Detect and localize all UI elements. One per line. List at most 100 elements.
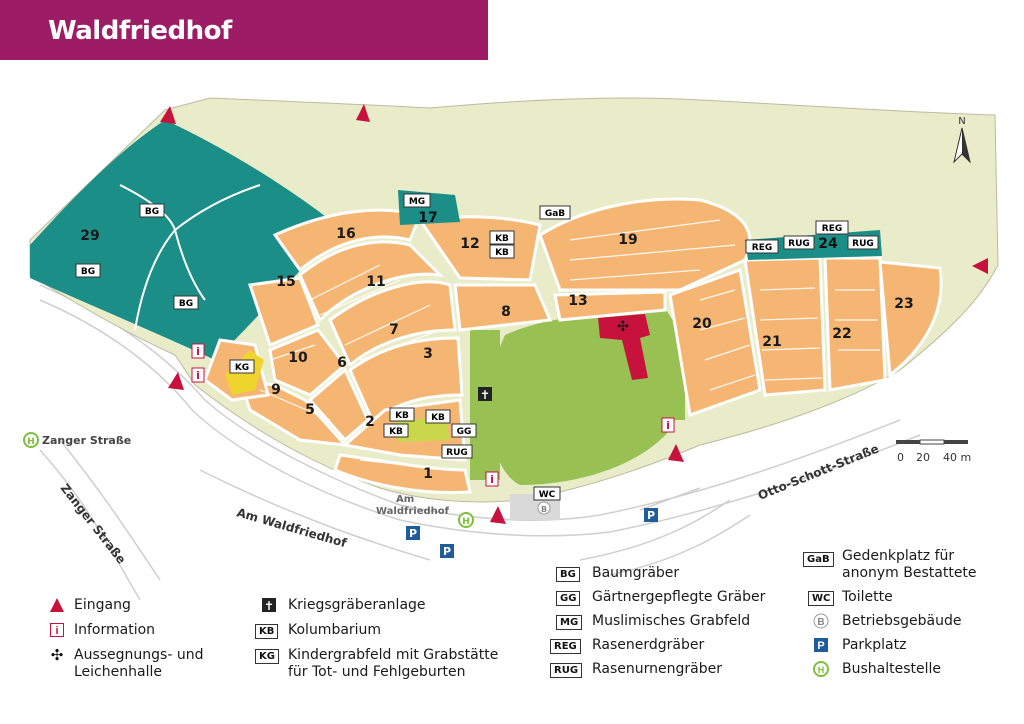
legend-rug: Rasenurnengräber <box>592 661 722 677</box>
legend-bg: Baumgräber <box>592 565 680 581</box>
legend-h: Bushaltestelle <box>842 661 942 677</box>
field-number: 2 <box>365 414 375 430</box>
svg-text:0: 0 <box>897 451 904 464</box>
entrance-icon <box>50 598 64 612</box>
roads <box>39 284 921 601</box>
service-building-icon: B <box>813 613 829 629</box>
map-badge: KG <box>235 363 249 373</box>
field-number: 17 <box>418 210 437 226</box>
map-badge: KB <box>495 234 509 244</box>
field-number: 29 <box>80 228 99 244</box>
svg-text:✝: ✝ <box>480 388 490 402</box>
field-number: 20 <box>692 316 712 332</box>
map-badge: RUG <box>852 239 874 249</box>
map-badge: KB <box>395 411 409 421</box>
entrance-icon <box>168 372 184 390</box>
legend-mg: Muslimisches Grabfeld <box>592 613 751 629</box>
street-label: Zanger Straße <box>58 481 129 566</box>
legend-gg: Gärtnergepflegte Gräber <box>592 589 766 605</box>
map-badge: BG <box>145 207 159 217</box>
field-number: 23 <box>894 296 913 312</box>
field-number: 21 <box>762 334 781 350</box>
field-number: 12 <box>460 236 479 252</box>
field-number: 15 <box>276 274 295 290</box>
legend-kg-2: für Tot- und Fehlgeburten <box>288 664 466 680</box>
svg-text:H: H <box>818 665 825 675</box>
svg-text:B: B <box>817 617 824 628</box>
bus-stop-icons: H H <box>23 432 474 528</box>
legend-reg: Rasenerdgräber <box>592 637 705 653</box>
svg-text:B: B <box>541 505 547 514</box>
page-title: Waldfriedhof <box>48 16 232 46</box>
legend-kb: Kolumbarium <box>288 622 382 638</box>
svg-text:P: P <box>409 527 417 540</box>
cemetery-map: ✣ i i i i ✝ 1 2 3 5 6 7 8 9 10 11 12 13 … <box>23 97 999 601</box>
map-badge: REG <box>752 243 772 253</box>
svg-text:i: i <box>196 345 200 358</box>
field-number: 19 <box>618 232 637 248</box>
legend-kg-badge: KG <box>255 649 279 664</box>
svg-text:P: P <box>647 509 655 522</box>
entrance-icon <box>356 104 370 122</box>
lawn-strip <box>470 330 500 480</box>
svg-text:N: N <box>958 116 965 127</box>
legend-bg-badge: BG <box>556 567 580 582</box>
place-label: Am <box>396 494 414 505</box>
legend-gab-badge: GaB <box>803 552 834 567</box>
compass-icon: N <box>953 116 971 164</box>
map-badge: RUG <box>788 239 810 249</box>
field-number: 1 <box>423 466 433 482</box>
legend-wc-badge: WC <box>808 591 835 606</box>
map-badge: BG <box>81 267 95 277</box>
map-badge: GG <box>457 427 472 437</box>
map-badge: MG <box>409 197 425 207</box>
place-label: Waldfriedhof <box>376 506 450 517</box>
field-number: 10 <box>288 350 308 366</box>
chapel-icon: ✣ <box>51 647 64 663</box>
chapel <box>598 314 650 380</box>
svg-text:P: P <box>443 545 451 558</box>
map-badge: WC <box>539 490 556 500</box>
svg-text:i: i <box>666 419 670 432</box>
field-number: 24 <box>818 236 838 252</box>
field-number: 13 <box>568 293 587 309</box>
svg-text:i: i <box>196 369 200 382</box>
field-29-paths <box>119 184 261 331</box>
svg-text:40 m: 40 m <box>943 451 971 464</box>
war-graves-icon <box>478 387 492 401</box>
legend-gab-2: anonym Bestattete <box>842 565 977 581</box>
legend-war-graves: Kriegsgräberanlage <box>288 597 426 613</box>
legend-wc: Toilette <box>842 589 893 605</box>
field-number: 3 <box>423 346 433 362</box>
legend-hall-2: Leichenhalle <box>74 664 162 680</box>
header-banner: Waldfriedhof <box>0 0 488 60</box>
legend-entrance: Eingang <box>74 597 131 613</box>
svg-text:H: H <box>27 437 35 447</box>
entrance-icon <box>490 506 506 524</box>
parking-icon: P <box>814 638 828 652</box>
map-badge: KB <box>431 413 445 423</box>
legend-information: Information <box>74 622 156 638</box>
legend-rug-badge: RUG <box>550 663 583 678</box>
map-badge: GaB <box>545 209 565 219</box>
field-number: 11 <box>366 274 385 290</box>
chapel-icon: ✣ <box>617 319 629 335</box>
bus-stop-label: Zanger Straße <box>42 434 131 447</box>
grave-fields <box>203 197 943 494</box>
map-badge: KB <box>389 427 403 437</box>
entrance-icon <box>160 106 176 124</box>
info-symbols: i i i i <box>191 343 675 487</box>
legend-reg-badge: REG <box>550 639 581 654</box>
info-icon: i <box>50 623 64 637</box>
field-number: 9 <box>271 382 281 398</box>
legend-b: Betriebsgebäude <box>842 613 962 629</box>
field-number: 6 <box>337 355 347 371</box>
field-number: 8 <box>501 304 511 320</box>
map-badge: REG <box>822 224 842 234</box>
parking-icons: P P P <box>406 508 658 558</box>
map-badge: BG <box>179 299 193 309</box>
entrance-icon <box>972 258 988 274</box>
svg-text:20: 20 <box>916 451 930 464</box>
field-number: 22 <box>832 326 851 342</box>
entrances <box>160 104 988 524</box>
